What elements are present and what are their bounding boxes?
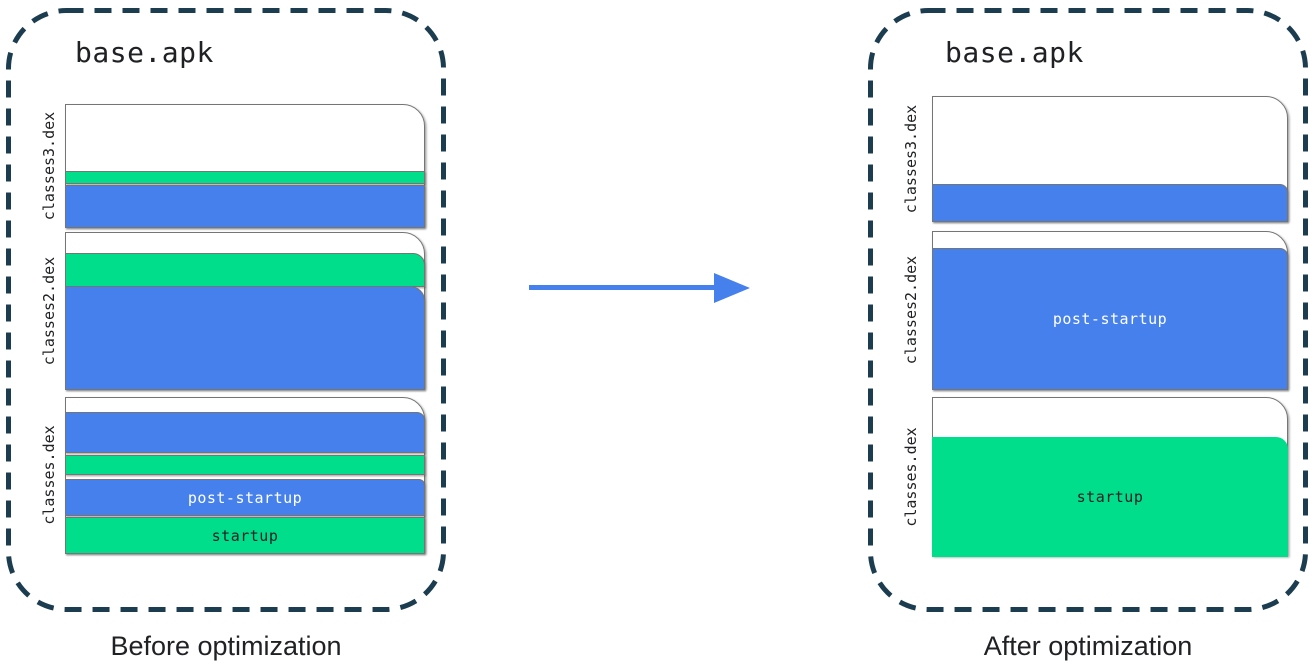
dex-file-row: classes3.dex	[6, 104, 446, 228]
startup-segment	[65, 171, 425, 184]
dex-file-label-area: classes.dex	[32, 397, 66, 553]
dashed-container-border	[6, 8, 446, 612]
dex-file-label: classes.dex	[40, 425, 58, 525]
segment-label: startup	[211, 526, 279, 545]
dex-file-label-area: classes2.dex	[32, 232, 66, 389]
dex-file-label: classes2.dex	[40, 256, 58, 365]
post-startup-segment	[65, 412, 425, 453]
dex-file-label: classes3.dex	[40, 111, 58, 220]
dex-file-row: classes3.dex	[868, 96, 1308, 222]
apk-title: base.apk	[945, 36, 1084, 69]
post-startup-segment	[65, 185, 425, 228]
post-startup-segment	[932, 184, 1288, 222]
dex-file-row: classes.dex startup	[868, 397, 1308, 557]
dex-page	[65, 104, 425, 228]
after-caption: After optimization	[983, 631, 1193, 661]
dex-file-list: classes3.dex classes2.dex classes.dex post-…	[6, 8, 446, 612]
apk-title: base.apk	[75, 36, 214, 69]
dex-page	[932, 96, 1288, 222]
dex-file-label: classes.dex	[902, 426, 920, 527]
dex-file-row: classes2.dex	[6, 232, 446, 390]
startup-segment: startup	[932, 437, 1288, 557]
segment-label: post-startup	[187, 488, 303, 507]
dex-file-label-area: classes3.dex	[32, 104, 66, 227]
dex-file-label-area: classes2.dex	[894, 231, 928, 389]
dex-page: post-startup startup	[65, 397, 425, 554]
segment-label: startup	[1076, 488, 1144, 506]
dex-page	[65, 232, 425, 390]
segment-label: post-startup	[1052, 310, 1168, 328]
dex-page: post-startup	[932, 231, 1288, 390]
startup-segment	[65, 455, 425, 475]
transform-arrow-icon	[529, 273, 750, 303]
post-startup-segment: post-startup	[65, 479, 425, 516]
dex-page: startup	[932, 397, 1288, 557]
post-startup-segment	[65, 286, 425, 390]
dashed-container-border	[868, 8, 1308, 612]
startup-segment: startup	[65, 517, 425, 554]
arrow-shaft	[529, 285, 716, 290]
dex-file-label-area: classes3.dex	[894, 96, 928, 221]
arrow-head	[714, 273, 750, 303]
before-caption: Before optimization	[110, 631, 342, 661]
dex-file-label-area: classes.dex	[894, 397, 928, 556]
post-startup-segment: post-startup	[932, 248, 1288, 390]
dex-file-label: classes2.dex	[902, 255, 920, 365]
dex-file-label: classes3.dex	[902, 104, 920, 213]
startup-segment	[65, 253, 425, 287]
dex-file-row: classes2.dex post-startup	[868, 231, 1308, 390]
dex-file-row: classes.dex post-startup startup	[6, 397, 446, 554]
